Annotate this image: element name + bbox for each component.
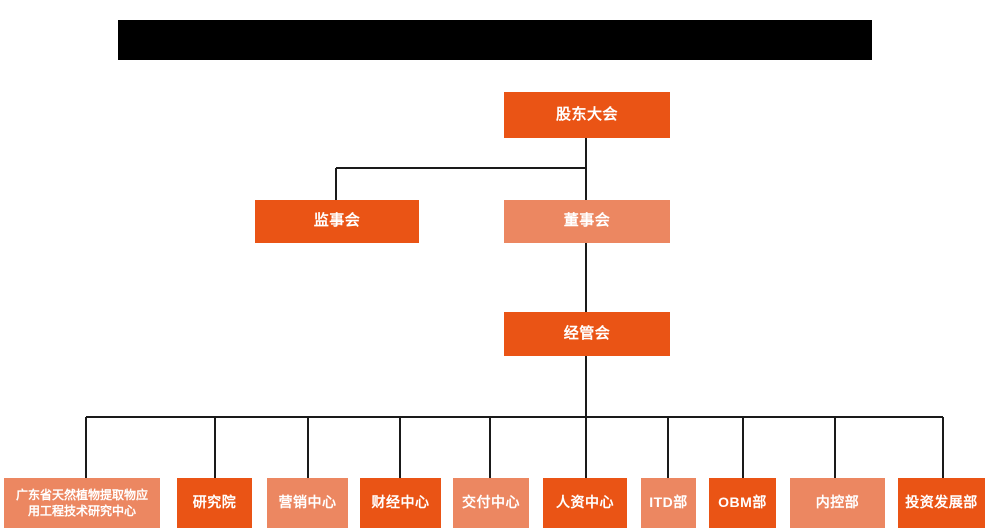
- org-node-label: 营销中心: [278, 494, 337, 511]
- org-node-supervisors[interactable]: 监事会: [255, 200, 419, 243]
- org-node-label: OBM部: [718, 494, 767, 511]
- title-banner: [118, 20, 872, 60]
- org-node-label: 人资中心: [556, 494, 614, 511]
- org-node-label: 广东省天然植物提取物应 用工程技术研究中心: [15, 487, 148, 518]
- org-node-shareholders[interactable]: 股东大会: [504, 92, 670, 138]
- org-node-label: 内控部: [815, 494, 860, 511]
- org-node-label: 董事会: [563, 212, 611, 230]
- org-node-label: 股东大会: [555, 105, 618, 123]
- org-node-label: 研究院: [192, 494, 237, 511]
- org-node-label: 财经中心: [371, 494, 430, 511]
- org-node-label: 经管会: [563, 324, 611, 342]
- org-node-marketing[interactable]: 营销中心: [267, 478, 348, 528]
- org-node-label: 监事会: [313, 212, 361, 230]
- org-node-directors[interactable]: 董事会: [504, 200, 670, 243]
- org-node-label: ITD部: [649, 494, 688, 511]
- org-node-itd[interactable]: ITD部: [641, 478, 696, 528]
- org-node-research-center[interactable]: 广东省天然植物提取物应 用工程技术研究中心: [4, 478, 160, 528]
- org-node-finance[interactable]: 财经中心: [360, 478, 441, 528]
- org-node-hr[interactable]: 人资中心: [543, 478, 627, 528]
- org-node-investment[interactable]: 投资发展部: [898, 478, 985, 528]
- org-node-obm[interactable]: OBM部: [709, 478, 776, 528]
- org-node-management[interactable]: 经管会: [504, 312, 670, 356]
- org-node-institute[interactable]: 研究院: [177, 478, 252, 528]
- org-node-delivery[interactable]: 交付中心: [453, 478, 529, 528]
- org-node-label: 交付中心: [462, 494, 520, 511]
- org-node-label: 投资发展部: [905, 494, 978, 511]
- org-node-internal-control[interactable]: 内控部: [790, 478, 885, 528]
